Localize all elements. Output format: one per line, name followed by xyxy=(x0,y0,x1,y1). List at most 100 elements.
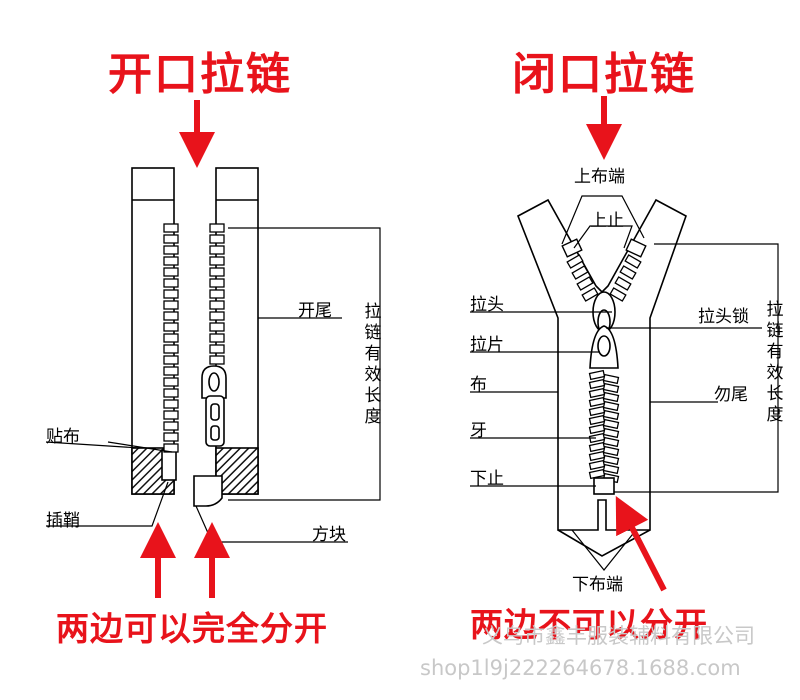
zipper-tooth xyxy=(602,436,620,448)
closed-zipper-title: 闭口拉链 xyxy=(512,49,696,100)
zipper-tooth xyxy=(588,450,606,462)
zipper-tooth xyxy=(588,378,606,390)
zipper-tooth xyxy=(566,254,584,269)
zipper-tooth xyxy=(163,311,179,321)
zipper-tooth xyxy=(163,300,179,310)
zipper-tooth xyxy=(588,396,606,408)
zipper-tooth xyxy=(576,276,594,291)
open-zipper-slider xyxy=(201,365,227,447)
zipper-tooth xyxy=(588,387,606,399)
open-zipper-caption: 两边可以完全分开 xyxy=(56,609,328,648)
zipper-tooth xyxy=(163,344,179,354)
zipper-tooth xyxy=(163,366,179,376)
label-open-end: 开尾 xyxy=(298,301,332,321)
zipper-tooth xyxy=(209,223,225,233)
zipper-tooth xyxy=(163,289,179,299)
insertion-pin xyxy=(161,449,177,481)
zipper-tooth xyxy=(209,300,225,310)
label-bottom-stop: 下止 xyxy=(470,469,504,489)
closed-teeth xyxy=(566,254,642,484)
zipper-tooth xyxy=(209,333,225,343)
zipper-tooth xyxy=(209,278,225,288)
zipper-tooth xyxy=(163,355,179,365)
zipper-tooth xyxy=(588,441,606,453)
zipper-tooth xyxy=(624,254,642,269)
zipper-tooth xyxy=(602,409,620,421)
open-zipper-leaders xyxy=(45,227,381,543)
zipper-tooth xyxy=(163,223,179,233)
label-reinforcement: 贴布 xyxy=(46,427,80,447)
bottom-stop xyxy=(593,477,615,495)
zipper-tooth xyxy=(163,421,179,431)
zipper-tooth xyxy=(602,445,620,457)
zipper-tooth xyxy=(602,427,620,439)
closed-zipper-caption: 两边不可以分开 xyxy=(470,605,708,644)
label-puller: 拉片 xyxy=(470,335,504,355)
zipper-tooth xyxy=(602,463,620,475)
zipper-tooth xyxy=(614,276,632,291)
zipper-tooth xyxy=(163,388,179,398)
label-insertion-pin: 插鞘 xyxy=(46,511,80,531)
zipper-tooth xyxy=(209,344,225,354)
zipper-tooth xyxy=(209,245,225,255)
left-teeth xyxy=(163,223,179,453)
zipper-tooth xyxy=(588,468,606,480)
zipper-tooth xyxy=(619,265,637,280)
zipper-tooth xyxy=(163,333,179,343)
label-teeth: 牙 xyxy=(470,421,487,441)
label-closed-end: 勿尾 xyxy=(714,385,748,405)
zipper-tooth xyxy=(209,311,225,321)
label-tape: 布 xyxy=(470,375,487,395)
zipper-tooth xyxy=(209,322,225,332)
label-top-tape-end: 上布端 xyxy=(574,167,625,187)
zipper-tooth xyxy=(163,256,179,266)
watermark-url: shop1l9j222264678.1688.com xyxy=(420,656,741,680)
zipper-tooth xyxy=(588,405,606,417)
zipper-tooth xyxy=(163,399,179,409)
label-effective-length-right: 拉链有效长度 xyxy=(766,300,784,425)
zipper-tooth xyxy=(602,400,620,412)
arrow-to-bottom-stop xyxy=(615,495,667,592)
zipper-tooth xyxy=(588,369,606,381)
closed-end-zipper xyxy=(516,198,687,557)
label-slider: 拉头 xyxy=(470,295,504,315)
zipper-tooth xyxy=(602,373,620,385)
zipper-tooth xyxy=(209,234,225,244)
zipper-tooth xyxy=(209,289,225,299)
zipper-tooth xyxy=(163,410,179,420)
zipper-tooth xyxy=(163,278,179,288)
zipper-tooth xyxy=(588,423,606,435)
zipper-tooth xyxy=(588,459,606,471)
open-zipper-title: 开口拉链 xyxy=(108,49,292,100)
zipper-tooth xyxy=(571,265,589,280)
zipper-tooth xyxy=(209,256,225,266)
closed-zipper-arrows xyxy=(586,96,667,592)
zipper-tooth xyxy=(609,287,627,302)
open-end-zipper xyxy=(131,167,259,507)
zipper-tooth xyxy=(163,377,179,387)
zipper-tooth xyxy=(163,267,179,277)
watermark-company: 义乌市鑫丰服装辅料有限公司 xyxy=(482,624,755,648)
label-box: 方块 xyxy=(312,525,346,545)
zipper-tooth xyxy=(602,418,620,430)
open-zipper-arrows xyxy=(140,100,230,598)
reinforcement-right xyxy=(215,447,259,495)
zipper-tooth xyxy=(602,382,620,394)
zipper-tooth xyxy=(588,432,606,444)
zipper-tooth xyxy=(163,234,179,244)
zipper-tooth xyxy=(602,391,620,403)
right-teeth xyxy=(209,223,225,365)
zipper-tooth xyxy=(581,287,599,302)
label-bottom-tape-end: 下布端 xyxy=(572,575,623,595)
label-top-stop: 上止 xyxy=(590,211,624,231)
label-slider-lock: 拉头锁 xyxy=(698,307,749,327)
zipper-tooth xyxy=(163,322,179,332)
zipper-tooth xyxy=(209,267,225,277)
zipper-tooth xyxy=(163,245,179,255)
zipper-tooth xyxy=(588,414,606,426)
zipper-tooth xyxy=(209,355,225,365)
zipper-tooth xyxy=(602,454,620,466)
retainer-box xyxy=(193,475,223,507)
